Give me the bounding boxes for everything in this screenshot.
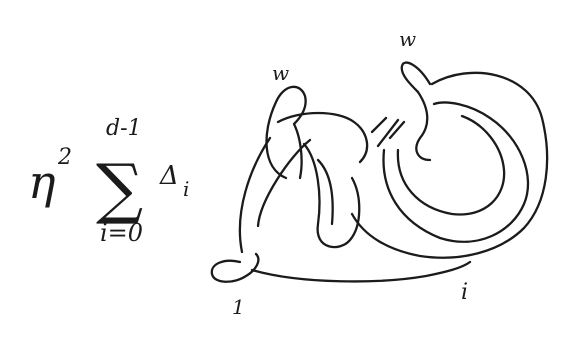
knot-diagram (210, 61, 549, 283)
inner-left-strand (256, 138, 312, 228)
big-right-loop (382, 101, 530, 243)
outer-left-strand (238, 136, 272, 254)
upper-arc-strand (276, 111, 369, 164)
right-w-loop (400, 61, 432, 162)
hatch-stroke-2 (376, 118, 400, 148)
formula-exponent: 2 (57, 145, 72, 170)
left-w-loop (265, 85, 307, 180)
summand-delta: Δ (159, 161, 179, 191)
label-left-w: w (272, 61, 289, 85)
sum-symbol: ∑ (96, 150, 143, 227)
label-right-w: w (399, 27, 416, 51)
formula-coefficient: η (28, 155, 56, 209)
diagram-labels: w w 1 i (232, 27, 468, 319)
outer-right-envelope (350, 71, 549, 259)
formula: η 2 ∑ d-1 i=0 Δ i (28, 116, 189, 247)
hatch-stroke-3 (388, 120, 406, 140)
label-bottom-1: 1 (232, 295, 245, 319)
bottom-strand (250, 260, 472, 283)
sum-lower-limit: i=0 (100, 219, 143, 247)
middle-lobe-left-edge (316, 158, 334, 226)
sum-upper-limit: d-1 (106, 116, 142, 141)
inner-right-loop (396, 114, 506, 216)
hatch-stroke-1 (370, 116, 388, 134)
summand-subscript: i (183, 177, 189, 201)
label-bottom-i: i (461, 280, 468, 305)
bottom-left-loop (210, 252, 260, 283)
middle-lobe (302, 142, 361, 249)
